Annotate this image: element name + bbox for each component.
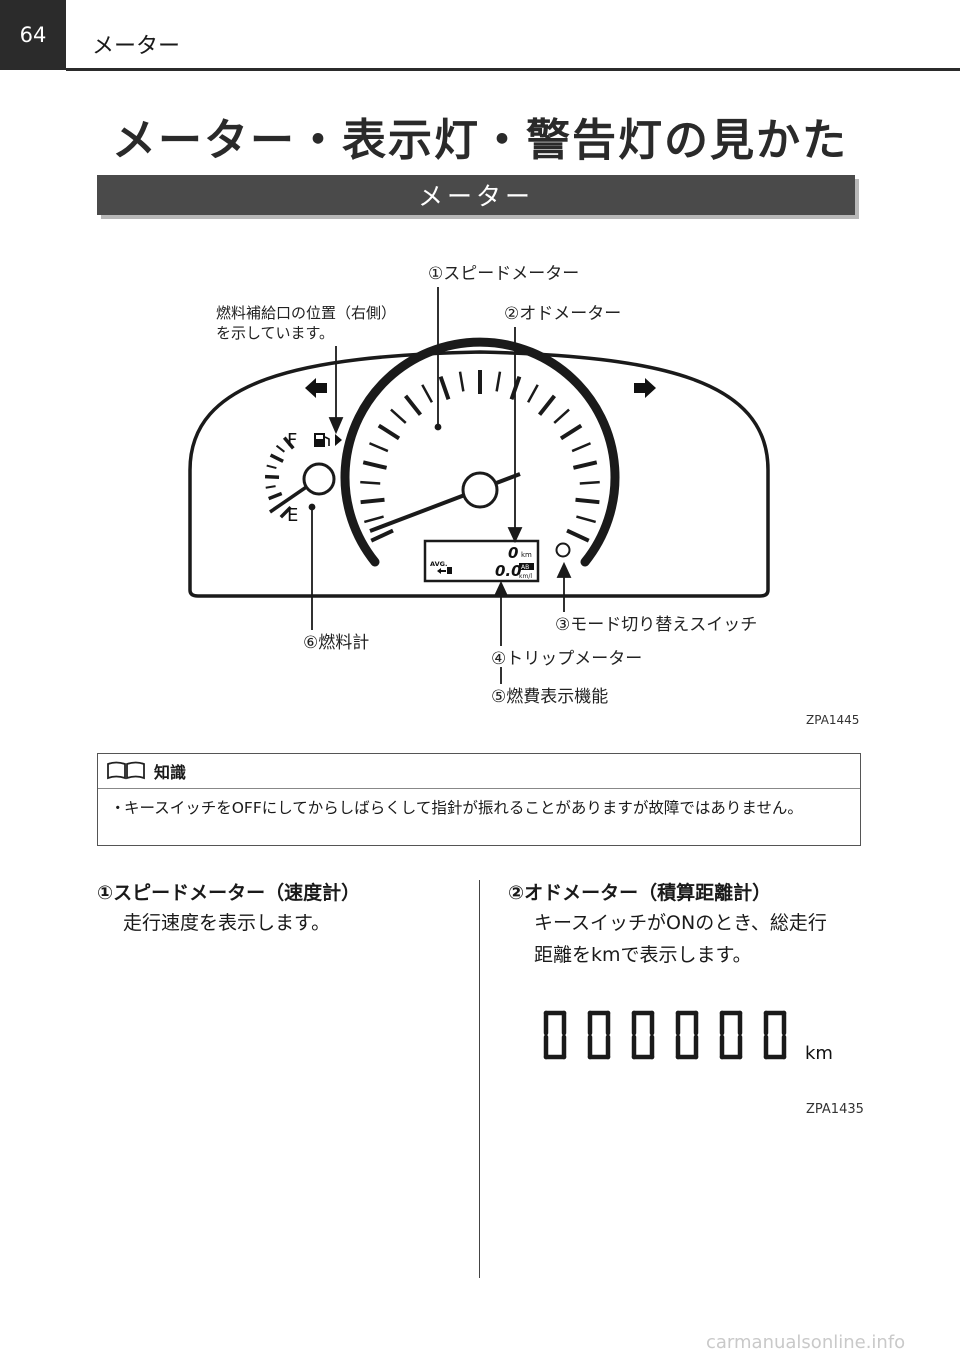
- callout-fuel-door-line1: 燃料補給口の位置（右側）: [216, 304, 396, 322]
- note-title: 知識: [154, 763, 187, 782]
- speedometer-tick: [575, 497, 600, 505]
- speedometer-tick: [368, 442, 389, 453]
- fuel-gauge-tick: [279, 506, 292, 519]
- fuel-full-letter: F: [287, 430, 297, 451]
- speedometer-tick: [527, 384, 539, 403]
- fuel-pump-icon: [314, 433, 330, 447]
- callout-fuel-door-line2: を示しています。: [216, 324, 334, 342]
- speedometer-tick: [571, 442, 592, 453]
- callout-odometer: ②オドメーター: [504, 304, 621, 324]
- lcd-odo-unit: km: [521, 551, 532, 559]
- speedometer-dial: [340, 337, 620, 567]
- speedometer-text: 走行速度を表示します。: [123, 912, 331, 934]
- fuel-gauge-tick: [282, 436, 295, 450]
- lcd-avg-label: AVG.: [430, 560, 447, 568]
- speedometer-tick: [370, 528, 394, 543]
- fuel-gauge-tick: [269, 453, 284, 463]
- odometer-figure-code: ZPA1435: [806, 1102, 864, 1117]
- odometer-display: km: [543, 1010, 833, 1064]
- watermark: carmanualsonline.info: [706, 1332, 906, 1353]
- note-body: ・ キースイッチをOFFにしてからしばらくして指針が振れることがありますが故障で…: [98, 789, 860, 820]
- header-rule: [66, 68, 960, 71]
- fuel-gauge-tick: [265, 485, 276, 489]
- callout-fuel-economy: ⑤燃費表示機能: [491, 687, 608, 707]
- callout-mode-switch: ③モード切り替えスイッチ: [555, 615, 757, 635]
- speedometer-tick: [360, 497, 385, 505]
- right-turn-signal-icon: [634, 378, 656, 398]
- fuel-gauge-hub: [302, 462, 336, 496]
- speedometer-tick: [362, 460, 388, 470]
- speedometer-heading: ①スピードメーター（速度計）: [97, 882, 361, 904]
- page-title: メーター・表示灯・警告灯の見かた: [112, 115, 848, 166]
- left-turn-signal-icon: [305, 378, 327, 398]
- odometer-unit: km: [805, 1043, 833, 1064]
- speedometer-tick: [390, 408, 407, 424]
- note-text: キースイッチをOFFにしてからしばらくして指針が振れることがありますが故障ではあ…: [124, 799, 803, 817]
- speedometer-tick: [579, 480, 600, 485]
- speedometer-tick: [404, 394, 423, 416]
- callout-trip-meter: ④トリップメーター: [491, 649, 642, 669]
- odometer-text-line1: キースイッチがONのとき、総走行: [534, 912, 827, 934]
- multi-info-lcd: 0 km AVG. 0.0 AB km/l: [423, 539, 540, 583]
- book-icon: [107, 761, 145, 780]
- figure-code: ZPA1445: [806, 713, 859, 727]
- lcd-fuel-pump-icon: [437, 567, 452, 574]
- column-divider: [479, 880, 480, 1278]
- callout-fuel-gauge: ⑥燃料計: [303, 633, 369, 653]
- fuel-gauge-tick: [264, 474, 280, 480]
- speedometer-tick: [458, 371, 465, 392]
- odometer-description: ②オドメーター（積算距離計） キースイッチがONのとき、総走行 距離をkmで表示…: [508, 878, 868, 971]
- speedometer-tick: [576, 515, 597, 524]
- speedometer-tick: [553, 408, 570, 424]
- speedometer-tick: [421, 384, 433, 403]
- note-header: 知識: [98, 754, 860, 789]
- speedometer-tick: [559, 423, 583, 441]
- speedometer-tick: [566, 528, 590, 543]
- speedometer-tick: [537, 394, 556, 416]
- fuel-gauge: F E: [264, 430, 342, 526]
- note-bullet: ・: [110, 799, 126, 817]
- speedometer-tick: [572, 460, 598, 470]
- header-section-title: メーター: [92, 34, 181, 59]
- speedometer-hub: [461, 471, 499, 509]
- odometer-digits: [543, 1010, 787, 1060]
- callout-speedometer: ①スピードメーター: [428, 264, 579, 284]
- speedometer-tick: [495, 371, 502, 392]
- lcd-odo-value: 0: [508, 544, 518, 562]
- fuel-empty-letter: E: [287, 505, 298, 526]
- fuel-door-side-arrow-icon: [335, 434, 342, 446]
- lcd-ab-badge: AB: [521, 564, 529, 571]
- section-bar-label: メーター: [417, 182, 534, 211]
- page-number: 64: [0, 0, 66, 70]
- speedometer-tick: [377, 423, 401, 441]
- lcd-avg-unit: km/l: [519, 573, 532, 580]
- instrument-cluster-diagram: ①スピードメーター ②オドメーター 燃料補給口の位置（右側） を示しています。 …: [188, 264, 859, 727]
- speedometer-description: ①スピードメーター（速度計） 走行速度を表示します。: [97, 878, 457, 939]
- lcd-ab-badge-box: [519, 563, 534, 570]
- callout-leader-lines: [308, 287, 572, 684]
- section-bar: メーター: [97, 175, 855, 215]
- odometer-text-line2: 距離をkmで表示します。: [534, 944, 752, 966]
- speedometer-tick: [363, 515, 384, 524]
- speedometer-tick: [360, 480, 381, 485]
- odometer-heading: ②オドメーター（積算距離計）: [508, 882, 772, 904]
- fuel-gauge-tick: [268, 491, 283, 501]
- lcd-avg-value: 0.0: [495, 562, 522, 580]
- fuel-gauge-tick: [266, 464, 277, 470]
- note-box: 知識 ・ キースイッチをOFFにしてからしばらくして指針が振れることがありますが…: [97, 753, 861, 846]
- speedometer-tick: [438, 375, 451, 400]
- fuel-gauge-tick: [275, 444, 286, 453]
- mode-switch-knob: [555, 542, 571, 558]
